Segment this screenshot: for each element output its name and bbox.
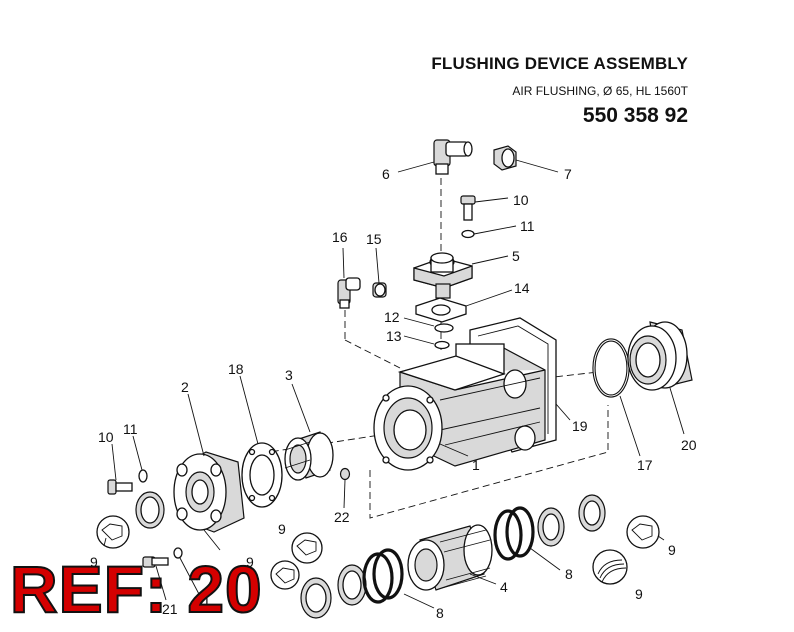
grease-symbol-icon-lower-left <box>270 560 300 590</box>
part-22-plug <box>339 467 351 481</box>
part-18-gasket-plate <box>241 442 283 508</box>
callout-9-bottom-right: 9 <box>635 586 643 602</box>
callout-labels: 6 7 10 11 5 16 15 14 12 13 18 3 2 11 10 … <box>90 166 697 621</box>
callout-7: 7 <box>564 166 572 182</box>
part-8-rings-left <box>362 548 404 604</box>
assembly-subtitle: AIR FLUSHING, Ø 65, HL 1560T <box>512 84 688 98</box>
callout-17: 17 <box>637 457 653 473</box>
callout-9-lower: 9 <box>246 554 254 570</box>
right-axis-line <box>544 371 599 379</box>
part-13-o-ring <box>434 340 450 350</box>
callout-8-left: 8 <box>436 605 444 621</box>
part-11-washer-left <box>138 469 148 483</box>
callout-10-left: 10 <box>98 429 114 445</box>
part-9-seal-lower-1 <box>300 577 332 619</box>
callout-22: 22 <box>334 509 350 525</box>
callout-15: 15 <box>366 231 382 247</box>
callout-9-left: 9 <box>90 554 98 570</box>
callout-10-top: 10 <box>513 192 529 208</box>
part-20-end-cap <box>627 321 693 391</box>
grease-symbol-icon-left <box>96 515 130 549</box>
part-6-elbow-fitting <box>433 139 473 175</box>
grease-symbol-icon-right <box>626 515 660 549</box>
callout-16: 16 <box>332 229 348 245</box>
part-9-seal-left <box>135 491 165 529</box>
callout-6: 6 <box>382 166 390 182</box>
lower-axis-box <box>369 405 609 519</box>
part-12-o-ring <box>434 323 454 333</box>
callout-9-right: 9 <box>668 542 676 558</box>
callout-11-top: 11 <box>520 218 535 234</box>
callout-20: 20 <box>681 437 697 453</box>
part-16-elbow-fitting-small <box>337 277 361 309</box>
assembly-title: FLUSHING DEVICE ASSEMBLY <box>431 54 688 73</box>
part-11-washer-bottom <box>173 547 183 559</box>
callout-8-right: 8 <box>565 566 573 582</box>
part-7-hex-nut <box>493 145 517 171</box>
ref-label: REF: 20 <box>9 552 263 626</box>
leader-lines <box>111 159 685 609</box>
part-4-piston <box>407 524 493 591</box>
callout-19: 19 <box>572 418 588 434</box>
part-9-seal-lower-2 <box>337 564 367 606</box>
callout-14: 14 <box>514 280 530 296</box>
callout-1: 1 <box>472 457 480 473</box>
part-9-seal-right-2 <box>578 494 606 532</box>
callout-3: 3 <box>285 367 293 383</box>
grease-symbol-icon-mid <box>291 532 323 564</box>
part-21-pin <box>142 556 169 568</box>
oil-symbol-icon-right <box>592 549 628 585</box>
callout-13: 13 <box>386 328 402 344</box>
assembly-part-number: 550 358 92 <box>582 104 688 127</box>
callout-2: 2 <box>181 379 189 395</box>
callout-9-mid: 9 <box>278 521 286 537</box>
part-2-flange <box>173 451 245 533</box>
callout-11-left: 11 <box>123 421 138 437</box>
fitting-axis-line-2 <box>344 339 401 369</box>
part-10-bolt-left <box>107 479 133 495</box>
part-5-flange-block <box>413 252 473 299</box>
part-1-main-housing <box>373 343 546 471</box>
part-10-bolt-top <box>460 195 476 221</box>
part-9-seal-right-1 <box>537 507 565 547</box>
part-8-rings-right <box>493 506 535 561</box>
part-11-washer-top <box>461 229 475 239</box>
callout-5: 5 <box>512 248 520 264</box>
callout-12: 12 <box>384 309 400 325</box>
callout-18: 18 <box>228 361 244 377</box>
part-3-sleeve <box>284 431 334 481</box>
part-14-gasket <box>415 297 467 323</box>
callout-21: 21 <box>162 601 178 617</box>
callout-4: 4 <box>500 579 508 595</box>
callout-11-bottom: 11 <box>196 593 211 609</box>
part-15-plug <box>372 282 387 298</box>
